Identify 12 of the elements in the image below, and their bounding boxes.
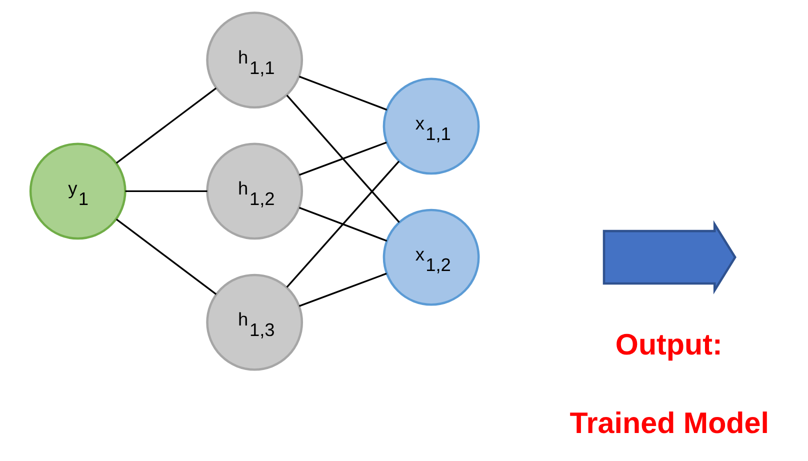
- node-arrow: [602, 220, 736, 294]
- connector: [124, 190, 207, 192]
- connector: [298, 76, 387, 111]
- connector: [298, 272, 386, 307]
- connector: [286, 160, 400, 288]
- label: Output:: [614, 328, 722, 362]
- label: Trained Model: [569, 407, 768, 440]
- connector: [115, 218, 216, 295]
- connector: [115, 87, 216, 164]
- connector: [298, 206, 387, 242]
- connector: [286, 94, 400, 223]
- connector: [298, 142, 386, 176]
